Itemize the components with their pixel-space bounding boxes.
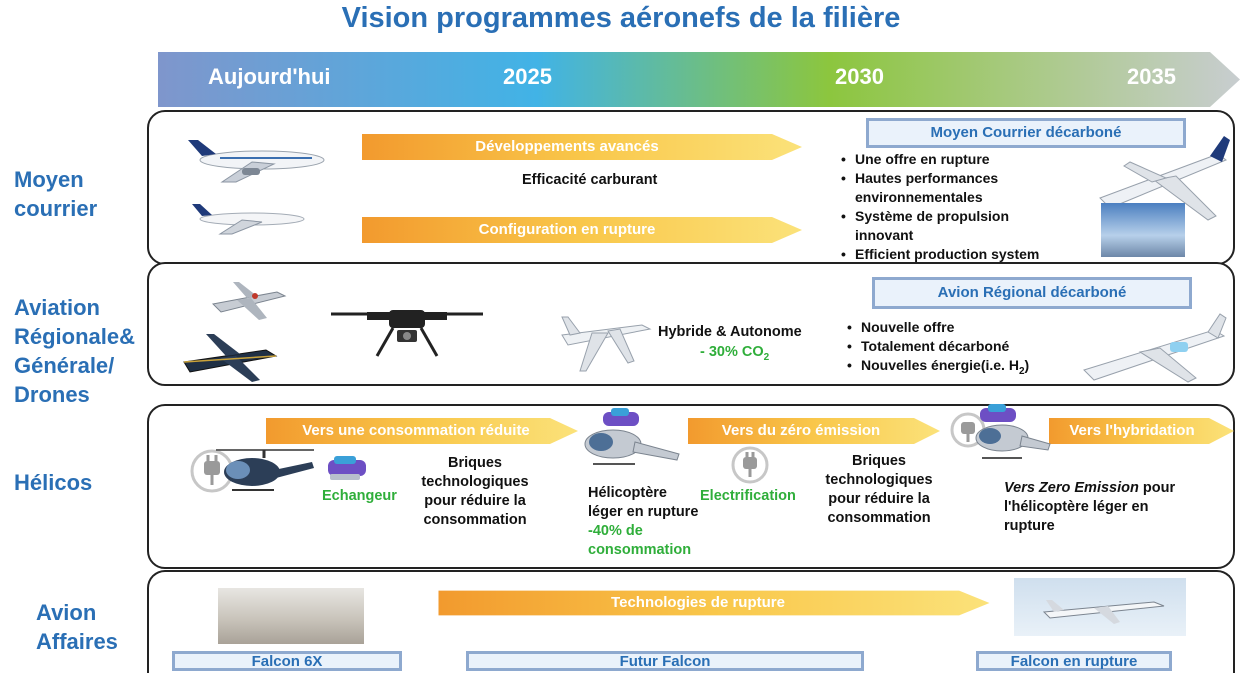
row-label-helicos: Hélicos [14,470,93,495]
bullets-moyen-courrier: Une offre en rupture Hautes performances… [839,150,1039,264]
efficacite-text: Efficacité carburant [522,172,658,188]
arrow-label-configuration: Configuration en rupture [478,221,656,238]
airplane-icon [183,334,278,382]
heat-exchanger-icon [328,456,366,480]
arrow-label-consommation: Vers une consommation réduite [302,422,530,439]
helicopter-icon [584,408,680,465]
bullet: Efficient production system [839,245,1039,264]
arrow-hybridation [1049,418,1234,444]
outcome-moyen-courrier: Moyen Courrier décarboné [866,118,1186,148]
bullet: Une offre en rupture [839,150,1039,169]
arrow-label-technologies: Technologies de rupture [611,594,785,611]
bullets-regional: Nouvelle offre Totalement décarboné Nouv… [845,318,1029,381]
timeline-label-today: Aujourd'hui [208,64,331,89]
helicopter-icon [216,449,314,491]
arrow-developpements [362,134,802,160]
aircraft-photo [1101,203,1185,257]
bullet: Totalement décarboné [845,337,1029,356]
airplane-icon [1042,600,1165,624]
airplane-icon [561,316,652,372]
row-label-moyen-courrier: Moyen courrier [14,167,98,221]
drone-icon [331,310,483,357]
airplane-icon [188,140,325,183]
futur-falcon-label: Futur Falcon [466,651,864,671]
row-label-avion-affaires: Avion Affaires [36,600,118,654]
timeline-label-2035: 2035 [1127,64,1176,89]
plug-icon [731,446,769,484]
arrow-label-zero-emission: Vers du zéro émission [721,422,881,439]
airplane-icon [192,204,305,235]
electrification-text: Electrification [700,488,796,504]
arrow-consommation [266,418,578,444]
arrow-label-hybridation: Vers l'hybridation [1069,422,1195,439]
timeline-label-2025: 2025 [503,64,552,89]
arrow-zero-emission [688,418,940,444]
hybride-text: Hybride & Autonome [658,324,802,340]
row-label-aviation-regionale: Aviation Régionale& Générale/ Drones [14,295,136,407]
cabin-photo [218,588,364,644]
heli-leger-text: Hélicoptère léger en rupture [588,485,699,520]
arrow-configuration [362,217,802,243]
outcome-regional: Avion Régional décarboné [872,277,1192,309]
timeline-arrow [158,52,1240,107]
arrow-technologies [438,590,990,616]
heli-reduction-text: -40% de consommation [588,523,692,558]
helicopter-icon [975,404,1051,459]
falcon-rupture-label: Falcon en rupture [976,651,1172,671]
arrow-label-developpements: Développements avancés [475,138,659,155]
bullet: Nouvelle offre [845,318,1029,337]
business-jet-photo [1014,578,1186,636]
co2-text: - 30% CO2 [700,344,770,363]
airplane-icon [211,282,287,320]
briques-text-1: Briques technologiques pour réduire la c… [421,455,529,528]
timeline-label-2030: 2030 [835,64,884,89]
echangeur-text: Echangeur [322,488,397,504]
falcon-6x-label: Falcon 6X [172,651,402,671]
page-title: Vision programmes aéronefs de la filière [341,2,901,34]
briques-text-2: Briques technologiques pour réduire la c… [825,453,933,526]
vers-zero-text: Vers Zero Emission pour l'hélicoptère lé… [1004,480,1176,534]
airplane-icon [1083,313,1227,383]
bullet: Nouvelles énergie(i.e. H2) [845,356,1029,381]
